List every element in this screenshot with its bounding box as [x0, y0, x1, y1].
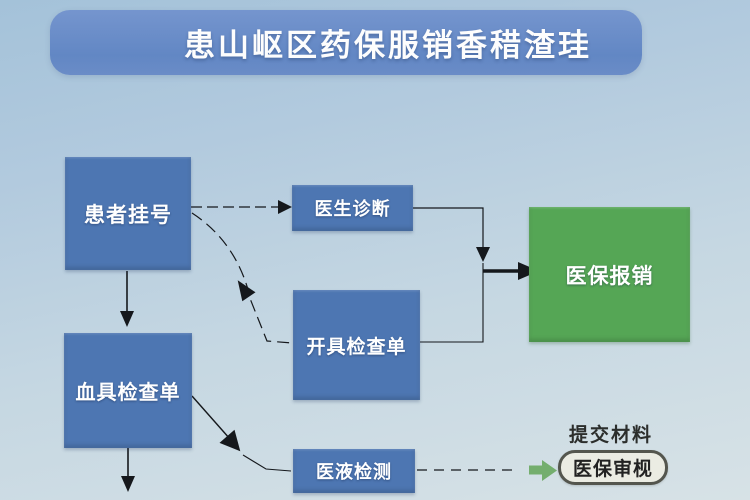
- node-issue-check-order: 开具检查单: [293, 290, 420, 400]
- node-label: 开具检查单: [306, 336, 407, 358]
- node-label: 血具检查单: [75, 382, 181, 404]
- node-label: 医保报销: [565, 264, 654, 288]
- node-label: 医液检测: [316, 462, 392, 482]
- title-banner: 患山岖区药保服销香稓渣珪: [50, 10, 642, 75]
- submit-materials-label: 提交材料: [568, 425, 653, 446]
- node-label: 医保审枧: [572, 459, 653, 480]
- node-insurance-reimburse: 医保报销: [529, 207, 690, 342]
- node-fluid-test: 医液检测: [293, 449, 415, 493]
- node-insurance-review: 医保审枧: [558, 450, 668, 485]
- node-label: 患者挂号: [84, 203, 172, 227]
- node-blood-check-form: 血具检查单: [64, 333, 192, 448]
- page-title: 患山岖区药保服销香稓渣珪: [184, 28, 592, 63]
- node-label: 医生诊断: [314, 199, 391, 219]
- green-arrow-icon: [529, 460, 557, 481]
- node-doctor-diagnosis: 医生诊断: [292, 185, 413, 231]
- node-patient-register: 患者挂号: [65, 157, 191, 270]
